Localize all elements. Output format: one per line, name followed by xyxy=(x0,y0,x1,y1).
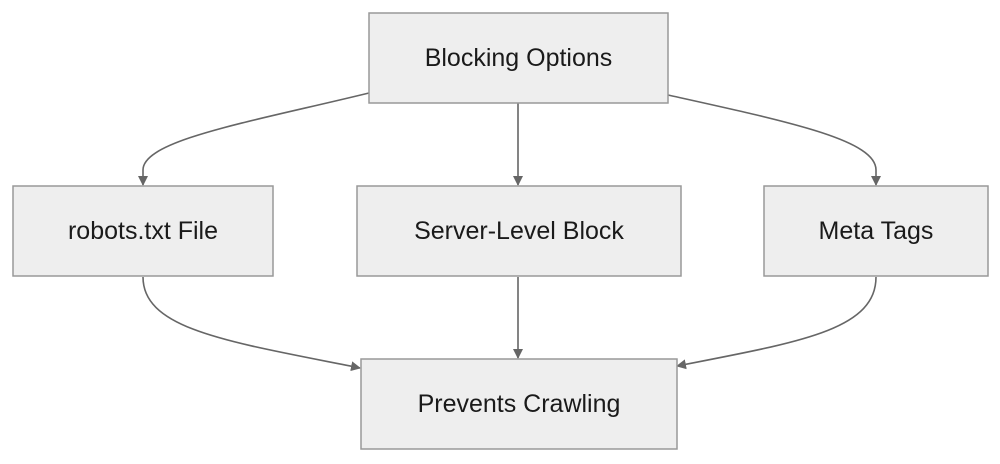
node-meta-tags-box xyxy=(763,185,989,277)
edge-root-to-robots xyxy=(138,92,370,186)
node-robots-txt-file-box xyxy=(12,185,274,277)
node-prevents-crawling-box xyxy=(360,358,678,450)
node-blocking-options-label: Blocking Options xyxy=(425,44,613,72)
node-meta-tags: Meta Tags xyxy=(763,185,989,277)
edges xyxy=(138,92,881,372)
node-server-level-block: Server-Level Block xyxy=(356,185,682,277)
node-robots-txt-file: robots.txt File xyxy=(12,185,274,277)
node-prevents-crawling-label: Prevents Crawling xyxy=(418,390,621,418)
node-server-level-block-label: Server-Level Block xyxy=(414,217,624,245)
node-blocking-options: Blocking Options xyxy=(368,12,669,104)
node-server-level-block-box xyxy=(356,185,682,277)
node-robots-txt-file-label: robots.txt File xyxy=(68,217,218,245)
edge-root-to-meta xyxy=(667,94,881,186)
edge-robots-to-result xyxy=(142,276,361,372)
edge-meta-to-result xyxy=(676,276,877,370)
node-prevents-crawling: Prevents Crawling xyxy=(360,358,678,450)
node-blocking-options-box xyxy=(368,12,669,104)
node-meta-tags-label: Meta Tags xyxy=(819,217,934,245)
